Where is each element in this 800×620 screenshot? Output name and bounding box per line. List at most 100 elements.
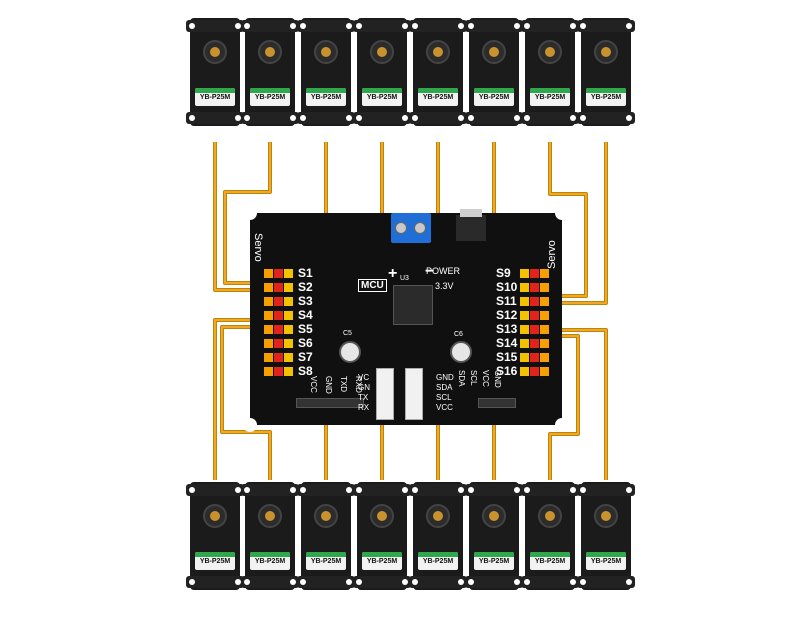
servo-horn	[314, 504, 338, 528]
header-pin	[264, 325, 273, 334]
channel-label-s12: S12	[496, 308, 518, 322]
servo-horn	[370, 504, 394, 528]
servo-top-1: YB-P25M	[186, 18, 244, 126]
header-pin	[284, 297, 293, 306]
capacitor-c5	[339, 341, 361, 363]
i2cVert-scl: SCL	[469, 370, 478, 386]
header-pin	[520, 339, 529, 348]
header-pin	[264, 339, 273, 348]
servo-model-label: YB-P25M	[366, 94, 398, 101]
servo-horn	[258, 504, 282, 528]
servo-top-7: YB-P25M	[521, 18, 579, 126]
header-pin	[540, 339, 549, 348]
header-pin	[530, 297, 539, 306]
power-label: POWER	[426, 266, 461, 276]
servo-horn	[258, 40, 282, 64]
servo-wire-15	[544, 335, 579, 480]
header-pin	[530, 311, 539, 320]
capacitor-c6	[450, 341, 472, 363]
servo-model-label: YB-P25M	[199, 558, 231, 565]
header-pin	[264, 353, 273, 362]
uart-connector	[376, 368, 394, 420]
board-mount-notch	[243, 206, 257, 220]
servo-horn	[426, 40, 450, 64]
i2cVert-gnd: GND	[493, 370, 502, 388]
header-pin	[284, 339, 293, 348]
servo-top-2: YB-P25M	[241, 18, 299, 126]
header-pin	[274, 367, 283, 376]
header-pin	[540, 269, 549, 278]
channel-label-s13: S13	[496, 322, 518, 336]
servo-model-label: YB-P25M	[422, 94, 454, 101]
servo-model-label: YB-P25M	[366, 558, 398, 565]
servo-horn	[314, 40, 338, 64]
servo-top-8: YB-P25M	[577, 18, 635, 126]
header-pin	[530, 367, 539, 376]
i2cVert-sda: SDA	[457, 370, 466, 387]
board-mount-notch	[555, 206, 569, 220]
servo-title-right: Servo	[546, 240, 558, 269]
header-pin	[274, 297, 283, 306]
header-pin	[520, 269, 529, 278]
servo-bottom-2: YB-P25M	[241, 482, 299, 590]
channel-label-s14: S14	[496, 336, 518, 350]
header-pin	[520, 283, 529, 292]
header-pin	[530, 353, 539, 362]
channel-label-s6: S6	[298, 336, 313, 350]
u3-label: U3	[400, 275, 409, 282]
servo-horn	[370, 40, 394, 64]
servo-wire-16	[544, 329, 607, 480]
servo-model-label: YB-P25M	[254, 558, 286, 565]
servo-bottom-5: YB-P25M	[409, 482, 467, 590]
header-pin	[540, 311, 549, 320]
header-pin	[540, 353, 549, 362]
servo-model-label: YB-P25M	[422, 558, 454, 565]
header-pin	[540, 297, 549, 306]
voltage-regulator	[456, 209, 486, 241]
header-pin	[520, 311, 529, 320]
header-pin	[284, 311, 293, 320]
servo-top-5: YB-P25M	[409, 18, 467, 126]
servo-model-label: YB-P25M	[310, 558, 342, 565]
header-pin	[540, 367, 549, 376]
servo-model-label: YB-P25M	[478, 94, 510, 101]
header-pin	[530, 269, 539, 278]
channel-label-s9: S9	[496, 266, 511, 280]
minus-label: −	[425, 263, 435, 280]
servo-controller-board: Servo Servo + − POWER 3.3V MCU U3 C5 C6 …	[243, 206, 569, 432]
servo-horn	[203, 40, 227, 64]
c6-label: C6	[454, 331, 463, 338]
i2c-connector	[405, 368, 423, 420]
channel-label-s1: S1	[298, 266, 313, 280]
channel-label-s8: S8	[298, 364, 313, 378]
header-pin	[520, 367, 529, 376]
i2cVert-vcc: VCC	[481, 370, 490, 387]
header-pin	[264, 283, 273, 292]
header-pin	[284, 269, 293, 278]
servo-bottom-8: YB-P25M	[577, 482, 635, 590]
header-pin	[520, 353, 529, 362]
channel-label-s4: S4	[298, 308, 313, 322]
terminal-screw	[414, 222, 426, 234]
servo-model-label: YB-P25M	[199, 94, 231, 101]
servo-wire-12	[544, 142, 607, 304]
header-pin	[284, 353, 293, 362]
i2cPins-vcc: VCC	[436, 403, 453, 412]
i2cPins-gnd: GND	[436, 373, 454, 382]
servo-horn	[203, 504, 227, 528]
channel-label-s2: S2	[298, 280, 313, 294]
uartSide-gn: GN	[358, 383, 370, 392]
mcu-label: MCU	[358, 279, 387, 292]
i2c-pin-header	[478, 398, 516, 408]
servo-bottom-7: YB-P25M	[521, 482, 579, 590]
servo-wire-11	[544, 142, 587, 297]
servo-wire-2	[224, 142, 271, 284]
header-pin	[530, 283, 539, 292]
uartSide-vc: VC	[358, 373, 370, 382]
uartPins-txd: TXD	[339, 376, 348, 392]
v33-label: 3.3V	[435, 281, 454, 291]
servo-bottom-3: YB-P25M	[297, 482, 355, 590]
uartPins-gnd: GND	[324, 376, 333, 394]
servo-model-label: YB-P25M	[534, 94, 566, 101]
